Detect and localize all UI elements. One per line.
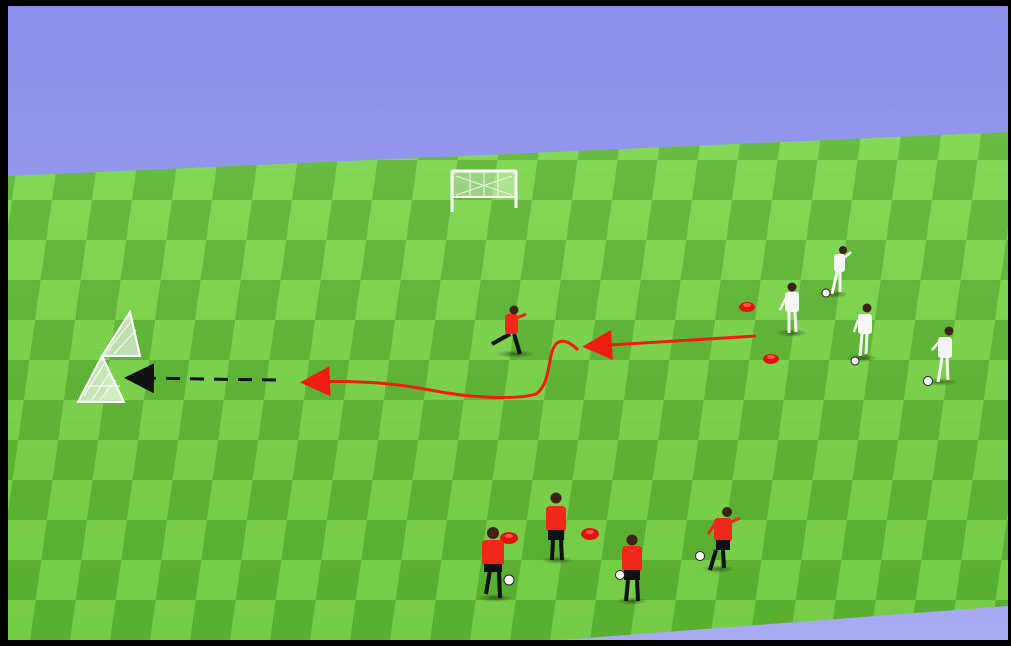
cone-top-right xyxy=(739,302,755,312)
pitch xyxy=(8,132,1008,640)
cone-mid-right xyxy=(763,354,779,364)
cone-bottom-right xyxy=(581,528,599,540)
